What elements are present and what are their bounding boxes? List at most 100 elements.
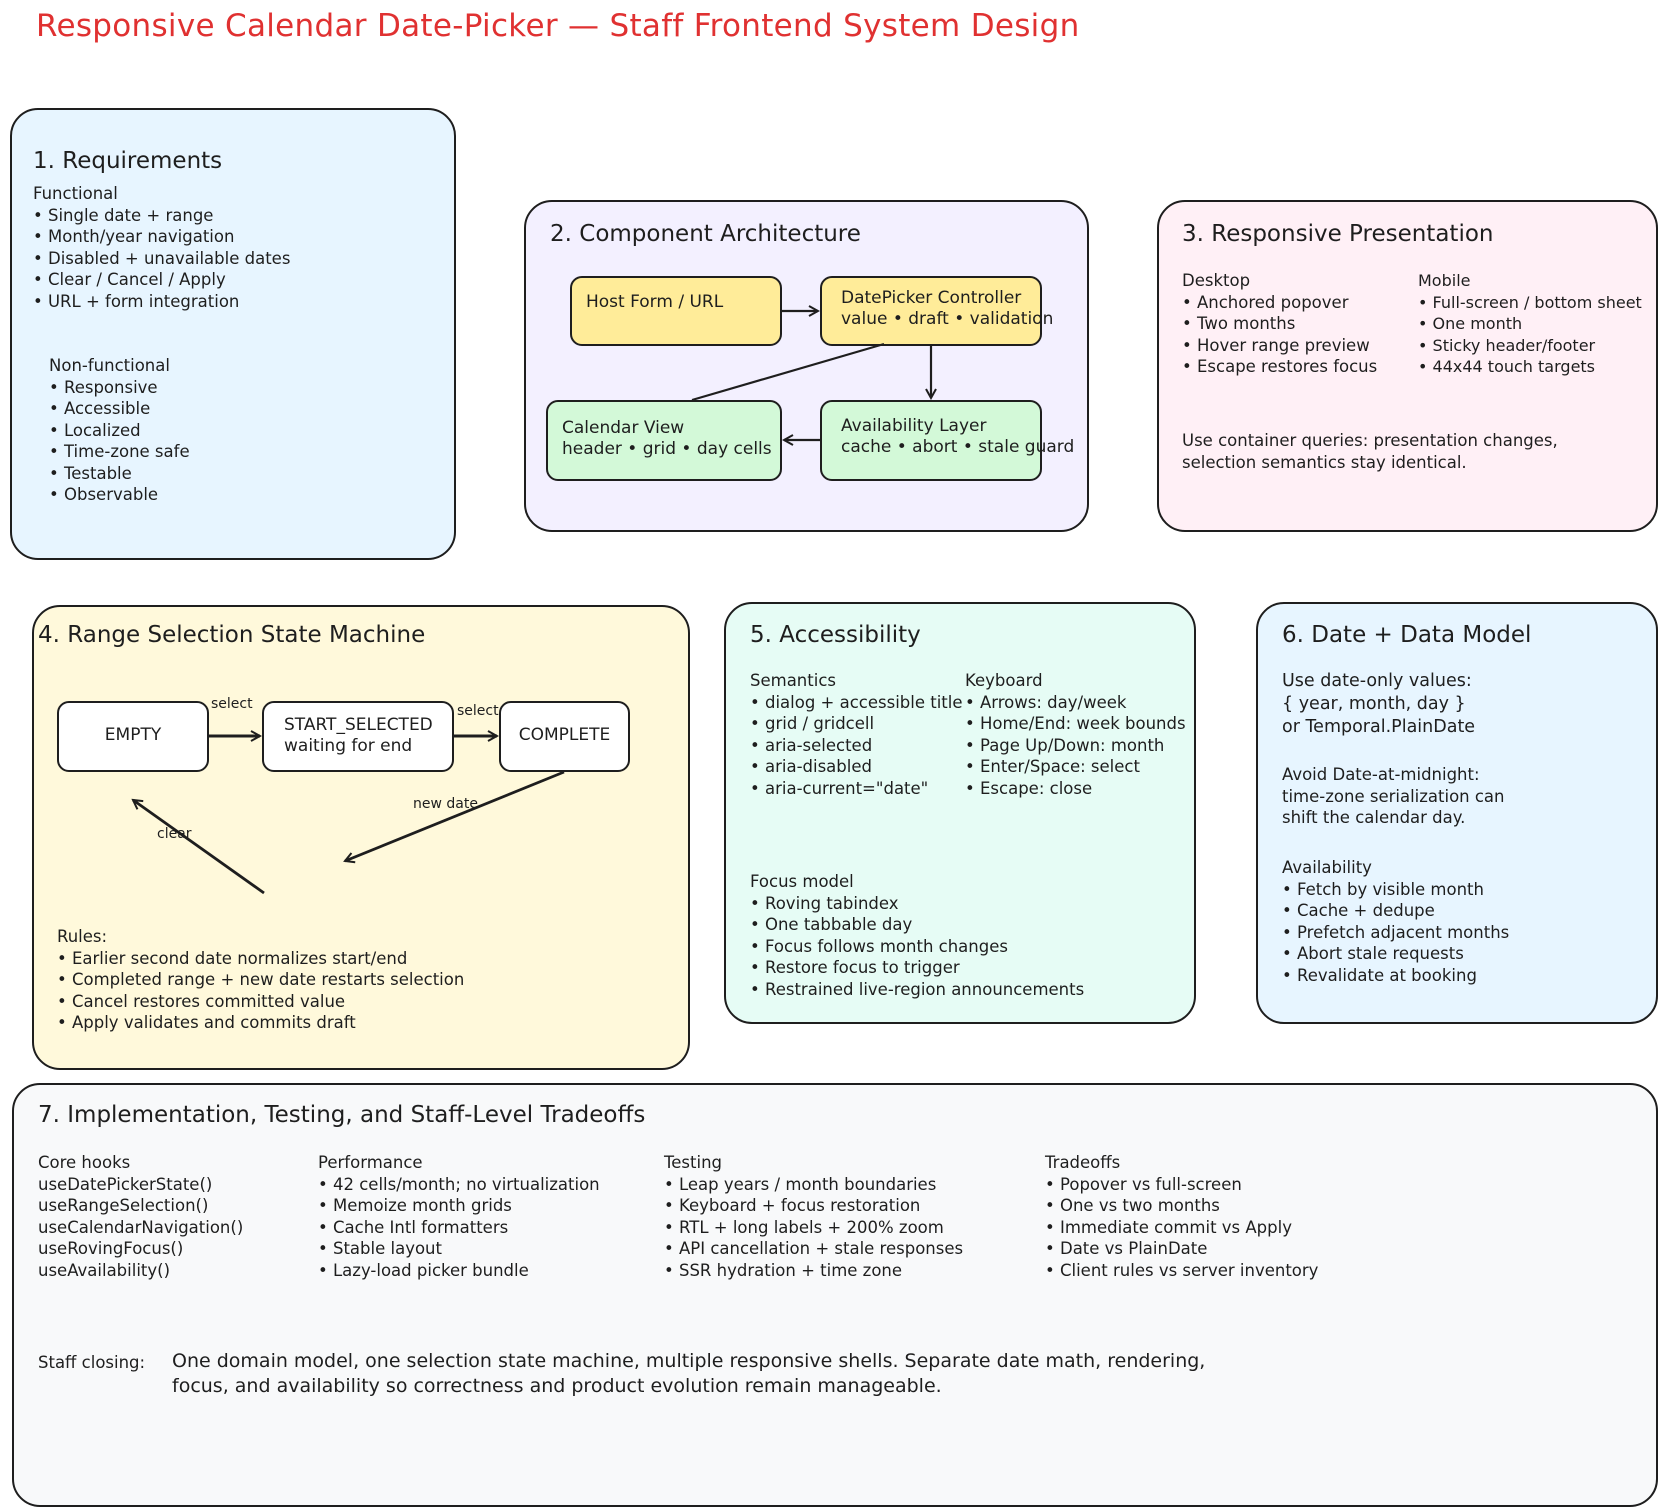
implementation-panel bbox=[12, 1083, 1658, 1507]
list-item: Prefetch adjacent months bbox=[1282, 922, 1509, 944]
availability-layer-node: Availability Layer cache • abort • stale… bbox=[820, 400, 1074, 481]
list-item: Responsive bbox=[49, 377, 190, 399]
tradeoffs-list: Popover vs full-screenOne vs two monthsI… bbox=[1045, 1174, 1318, 1282]
list-item: Enter/Space: select bbox=[965, 756, 1186, 778]
desktop-block: Desktop Anchored popoverTwo monthsHover … bbox=[1182, 270, 1377, 378]
list-item: Restrained live-region announcements bbox=[750, 979, 1084, 1001]
controller-sublabel: value • draft • validation bbox=[841, 309, 1054, 329]
nonfunctional-block: Non-functional ResponsiveAccessibleLocal… bbox=[49, 355, 190, 506]
keyboard-heading: Keyboard bbox=[965, 671, 1043, 690]
list-item: Disabled + unavailable dates bbox=[33, 248, 290, 270]
list-item: Restore focus to trigger bbox=[750, 957, 1084, 979]
list-item: URL + form integration bbox=[33, 291, 290, 313]
calendar-view-sublabel: header • grid • day cells bbox=[562, 439, 772, 459]
accessibility-title: 5. Accessibility bbox=[750, 622, 921, 648]
date-values-line2: { year, month, day } bbox=[1282, 694, 1466, 714]
select-label-1: select bbox=[211, 696, 253, 712]
nonfunctional-list: ResponsiveAccessibleLocalizedTime-zone s… bbox=[49, 377, 190, 506]
datepicker-controller-node: DatePicker Controller value • draft • va… bbox=[820, 276, 1054, 346]
empty-state-label: EMPTY bbox=[104, 725, 162, 745]
list-item: One vs two months bbox=[1045, 1195, 1318, 1217]
tradeoffs-heading: Tradeoffs bbox=[1045, 1153, 1121, 1172]
list-item: Apply validates and commits draft bbox=[57, 1012, 464, 1034]
arrow-calendar-to-controller bbox=[691, 342, 885, 402]
tradeoffs-block: Tradeoffs Popover vs full-screenOne vs t… bbox=[1045, 1152, 1318, 1281]
keyboard-list: Arrows: day/weekHome/End: week boundsPag… bbox=[965, 692, 1186, 800]
availability-list: Fetch by visible monthCache + dedupePref… bbox=[1282, 879, 1509, 987]
arrow-complete-new-date bbox=[345, 770, 565, 861]
list-item: API cancellation + stale responses bbox=[664, 1238, 963, 1260]
semantics-block: Semantics dialog + accessible titlegrid … bbox=[750, 670, 963, 799]
list-item: Cache + dedupe bbox=[1282, 900, 1509, 922]
desktop-heading: Desktop bbox=[1182, 271, 1251, 290]
mobile-heading: Mobile bbox=[1418, 271, 1471, 290]
list-item: Clear / Cancel / Apply bbox=[33, 269, 290, 291]
architecture-title: 2. Component Architecture bbox=[550, 221, 861, 247]
list-item: Earlier second date normalizes start/end bbox=[57, 948, 464, 970]
list-item: aria-selected bbox=[750, 735, 963, 757]
empty-state-node: EMPTY bbox=[57, 701, 209, 772]
functional-heading: Functional bbox=[33, 184, 118, 203]
list-item: Testable bbox=[49, 463, 190, 485]
hooks-heading: Core hooks bbox=[38, 1153, 131, 1172]
staff-closing-label: Staff closing: bbox=[38, 1353, 146, 1372]
list-item: One month bbox=[1418, 313, 1642, 335]
list-item: Home/End: week bounds bbox=[965, 713, 1186, 735]
list-item: Localized bbox=[49, 420, 190, 442]
list-item: Escape: close bbox=[965, 778, 1186, 800]
list-item: Month/year navigation bbox=[33, 226, 290, 248]
list-item: Page Up/Down: month bbox=[965, 735, 1186, 757]
arrow-clear-to-empty bbox=[133, 800, 265, 895]
list-item: 42 cells/month; no virtualization bbox=[318, 1174, 600, 1196]
staff-closing-line1: One domain model, one selection state ma… bbox=[172, 1350, 1206, 1372]
availability-block: Availability Fetch by visible monthCache… bbox=[1282, 857, 1509, 986]
complete-state-node: COMPLETE bbox=[499, 701, 630, 772]
list-item: Completed range + new date restarts sele… bbox=[57, 969, 464, 991]
host-form-node: Host Form / URL bbox=[570, 276, 782, 346]
hooks-block: Core hooks useDatePickerState()useRangeS… bbox=[38, 1152, 243, 1281]
rules-list: Earlier second date normalizes start/end… bbox=[57, 948, 464, 1034]
complete-state-label: COMPLETE bbox=[518, 725, 611, 745]
hook-item: useDatePickerState() bbox=[38, 1174, 213, 1194]
mobile-block: Mobile Full-screen / bottom sheetOne mon… bbox=[1418, 270, 1642, 378]
data-model-title: 6. Date + Data Model bbox=[1282, 622, 1532, 648]
availability-layer-label: Availability Layer bbox=[841, 416, 987, 436]
keyboard-block: Keyboard Arrows: day/weekHome/End: week … bbox=[965, 670, 1186, 799]
semantics-heading: Semantics bbox=[750, 671, 836, 690]
host-form-label: Host Form / URL bbox=[586, 292, 724, 312]
list-item: Time-zone safe bbox=[49, 441, 190, 463]
list-item: Cancel restores committed value bbox=[57, 991, 464, 1013]
hook-item: useCalendarNavigation() bbox=[38, 1217, 244, 1237]
list-item: Abort stale requests bbox=[1282, 943, 1509, 965]
list-item: Sticky header/footer bbox=[1418, 335, 1642, 357]
start-selected-sublabel: waiting for end bbox=[284, 736, 413, 756]
list-item: grid / gridcell bbox=[750, 713, 963, 735]
responsive-note: Use container queries: presentation chan… bbox=[1182, 430, 1558, 473]
list-item: dialog + accessible title bbox=[750, 692, 963, 714]
desktop-list: Anchored popoverTwo monthsHover range pr… bbox=[1182, 292, 1377, 378]
controller-label: DatePicker Controller bbox=[841, 288, 1022, 308]
list-item: Single date + range bbox=[33, 205, 290, 227]
semantics-list: dialog + accessible titlegrid / gridcell… bbox=[750, 692, 963, 800]
implementation-title: 7. Implementation, Testing, and Staff-Le… bbox=[38, 1102, 646, 1128]
mobile-list: Full-screen / bottom sheetOne monthStick… bbox=[1418, 292, 1642, 378]
testing-list: Leap years / month boundariesKeyboard + … bbox=[664, 1174, 963, 1282]
list-item: Escape restores focus bbox=[1182, 356, 1377, 378]
availability-heading: Availability bbox=[1282, 858, 1372, 877]
staff-closing-text: One domain model, one selection state ma… bbox=[172, 1349, 1205, 1399]
list-item: Focus follows month changes bbox=[750, 936, 1084, 958]
date-values-block: Use date-only values: { year, month, day… bbox=[1282, 670, 1475, 739]
performance-list: 42 cells/month; no virtualizationMemoize… bbox=[318, 1174, 600, 1282]
list-item: Accessible bbox=[49, 398, 190, 420]
list-item: Full-screen / bottom sheet bbox=[1418, 292, 1642, 314]
functional-list: Single date + rangeMonth/year navigation… bbox=[33, 205, 290, 313]
list-item: 44x44 touch targets bbox=[1418, 356, 1642, 378]
list-item: Date vs PlainDate bbox=[1045, 1238, 1318, 1260]
list-item: One tabbable day bbox=[750, 914, 1084, 936]
focus-block: Focus model Roving tabindexOne tabbable … bbox=[750, 871, 1084, 1000]
testing-heading: Testing bbox=[664, 1153, 723, 1172]
hook-item: useRovingFocus() bbox=[38, 1239, 184, 1258]
responsive-note-line2: selection semantics stay identical. bbox=[1182, 452, 1467, 472]
start-selected-node: START_SELECTED waiting for end bbox=[262, 701, 454, 772]
list-item: Immediate commit vs Apply bbox=[1045, 1217, 1318, 1239]
